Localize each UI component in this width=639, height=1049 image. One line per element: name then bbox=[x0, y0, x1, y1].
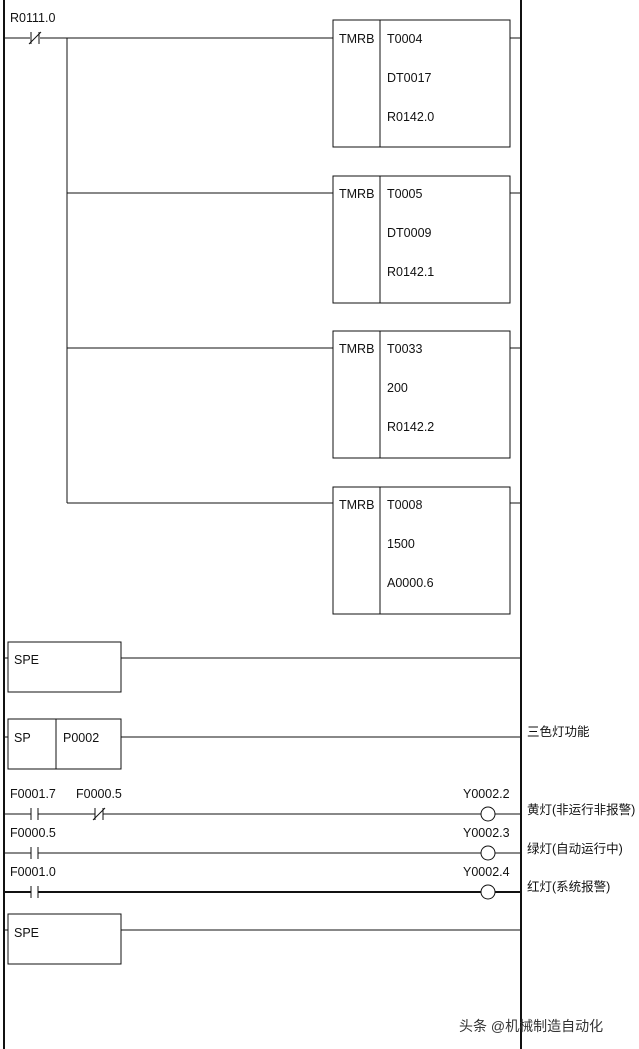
timer-output: A0000.6 bbox=[387, 576, 434, 590]
coil-label: Y0002.2 bbox=[463, 787, 510, 801]
timer-setting: 200 bbox=[387, 381, 408, 395]
timer-number: T0004 bbox=[387, 32, 422, 46]
timer-number: T0005 bbox=[387, 187, 422, 201]
timer-instr: TMRB bbox=[339, 498, 374, 512]
coil-icon[interactable] bbox=[480, 884, 496, 900]
sp-block[interactable]: SP P0002 bbox=[4, 718, 521, 770]
contact-label: F0000.5 bbox=[10, 826, 56, 840]
timer-instr: TMRB bbox=[339, 187, 374, 201]
sp-comment: 三色灯功能 bbox=[527, 724, 590, 739]
rung-comment: 红灯(系统报警) bbox=[527, 879, 610, 894]
spe-label: SPE bbox=[14, 926, 39, 940]
timer-number: T0008 bbox=[387, 498, 422, 512]
timer-block[interactable]: TMRB T0033 200 R0142.2 bbox=[332, 330, 521, 459]
coil-label: Y0002.3 bbox=[463, 826, 510, 840]
watermark: 头条 @机械制造自动化 bbox=[459, 1018, 603, 1034]
coil-icon[interactable] bbox=[480, 806, 496, 822]
rung-timers: R0111.0 TMRB T0004 DT0017 R0142.0 TMRB T bbox=[4, 11, 521, 615]
contact-label: F0000.5 bbox=[76, 787, 122, 801]
timer-output: R0142.2 bbox=[387, 420, 434, 434]
timer-number: T0033 bbox=[387, 342, 422, 356]
timer-setting: DT0009 bbox=[387, 226, 432, 240]
spe-block[interactable]: SPE bbox=[4, 913, 521, 965]
nc-contact-icon[interactable] bbox=[28, 31, 42, 45]
timer-setting: DT0017 bbox=[387, 71, 432, 85]
sp-label: SP bbox=[14, 731, 31, 745]
rung-yellow-light: F0001.7 F0000.5 Y0002.2 bbox=[4, 787, 521, 822]
rung-comment: 绿灯(自动运行中) bbox=[527, 841, 623, 856]
rung-comment: 黄灯(非运行非报警) bbox=[527, 802, 635, 817]
timer-instr: TMRB bbox=[339, 342, 374, 356]
timer-block[interactable]: TMRB T0005 DT0009 R0142.1 bbox=[332, 175, 521, 304]
sp-program: P0002 bbox=[63, 731, 99, 745]
contact-label: F0001.0 bbox=[10, 865, 56, 879]
contact-label: R0111.0 bbox=[10, 11, 55, 25]
timer-output: R0142.1 bbox=[387, 265, 434, 279]
no-contact-icon[interactable] bbox=[30, 808, 39, 820]
timer-block[interactable]: TMRB T0004 DT0017 R0142.0 bbox=[332, 19, 521, 148]
timer-instr: TMRB bbox=[339, 32, 374, 46]
rung-green-light: F0000.5 Y0002.3 bbox=[4, 826, 521, 861]
coil-icon[interactable] bbox=[480, 845, 496, 861]
coil-label: Y0002.4 bbox=[463, 865, 510, 879]
spe-label: SPE bbox=[14, 653, 39, 667]
spe-block[interactable]: SPE bbox=[4, 641, 521, 693]
rung-red-light: F0001.0 Y0002.4 bbox=[4, 865, 521, 900]
no-contact-icon[interactable] bbox=[30, 886, 39, 898]
timer-output: R0142.0 bbox=[387, 110, 434, 124]
timer-setting: 1500 bbox=[387, 537, 415, 551]
no-contact-icon[interactable] bbox=[30, 847, 39, 859]
timer-block[interactable]: TMRB T0008 1500 A0000.6 bbox=[332, 486, 521, 615]
contact-label: F0001.7 bbox=[10, 787, 56, 801]
